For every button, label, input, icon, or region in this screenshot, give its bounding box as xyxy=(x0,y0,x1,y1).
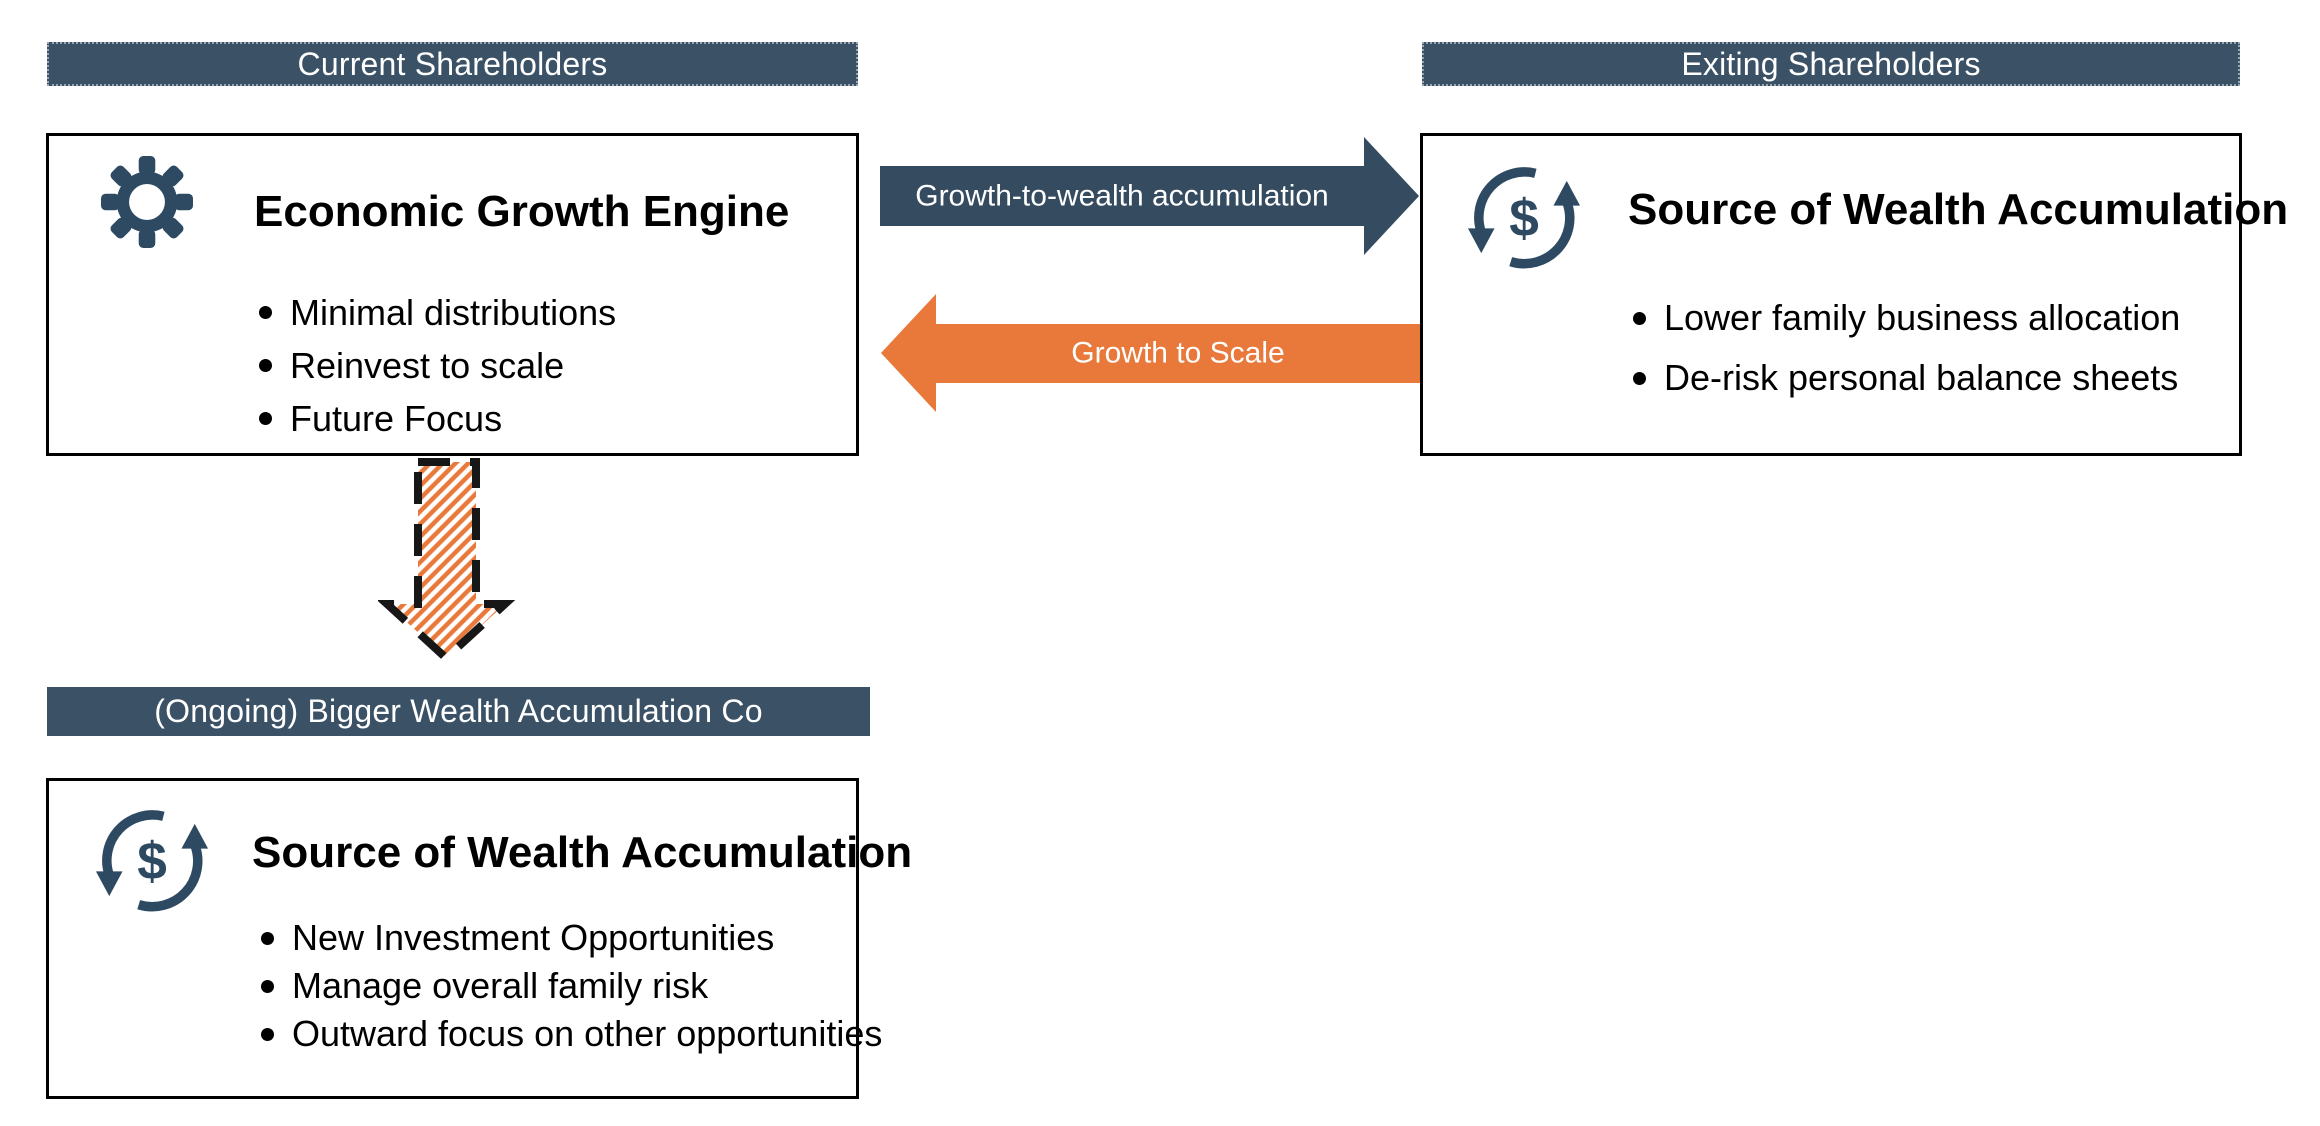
ongoing-wealth-panel: $ Source of Wealth Accumulation New Inve… xyxy=(46,778,912,1099)
ongoing-wealth-title: Source of Wealth Accumulation xyxy=(252,828,913,877)
bullet-dot xyxy=(261,931,274,945)
ongoing-wealth-co-header-bar: (Ongoing) Bigger Wealth Accumulation Co xyxy=(47,687,870,736)
list-item: Outward focus on other opportunities xyxy=(261,1010,882,1058)
bullet-text: Future Focus xyxy=(290,397,503,439)
growth-to-scale-arrow: Growth to Scale xyxy=(881,294,1420,412)
bullet-dot xyxy=(261,1027,274,1041)
bullet-dot xyxy=(259,359,272,372)
bullet-text: Outward focus on other opportunities xyxy=(292,1013,883,1054)
growth-to-wealth-arrow-label: Growth-to-wealth accumulation xyxy=(915,180,1329,213)
bullet-text: Manage overall family risk xyxy=(292,965,709,1006)
current-shareholders-header-bar: Current Shareholders xyxy=(47,42,858,86)
growth-engine-bullet-list: Minimal distributions Reinvest to scale … xyxy=(259,286,616,445)
bullet-text: Lower family business allocation xyxy=(1664,297,2181,338)
down-arrow-hatched-icon xyxy=(378,458,516,664)
dollar-glyph: $ xyxy=(137,832,167,891)
growth-engine-title: Economic Growth Engine xyxy=(254,187,790,236)
exiting-shareholders-header-label: Exiting Shareholders xyxy=(1681,45,1981,82)
economic-growth-engine-panel: Economic Growth Engine Minimal distribut… xyxy=(46,133,859,456)
bullet-text: De-risk personal balance sheets xyxy=(1664,357,2179,398)
bullet-dot xyxy=(261,979,274,993)
ongoing-wealth-bullet-list: New Investment Opportunities Manage over… xyxy=(261,914,882,1058)
list-item: Future Focus xyxy=(259,392,616,445)
dollar-glyph: $ xyxy=(1509,189,1539,248)
list-item: Lower family business allocation xyxy=(1633,288,2180,348)
current-shareholders-header-label: Current Shareholders xyxy=(297,45,608,82)
exiting-shareholders-header-bar: Exiting Shareholders xyxy=(1422,42,2240,86)
list-item: De-risk personal balance sheets xyxy=(1633,348,2180,408)
bullet-text: New Investment Opportunities xyxy=(292,917,775,958)
exiting-wealth-title: Source of Wealth Accumulation xyxy=(1628,185,2289,234)
bullet-dot xyxy=(1633,371,1646,385)
cash-cycle-icon: $ xyxy=(1467,167,1581,269)
list-item: Minimal distributions xyxy=(259,286,616,339)
gear-icon xyxy=(101,156,193,248)
cash-cycle-icon: $ xyxy=(95,810,209,912)
list-item: Reinvest to scale xyxy=(259,339,616,392)
growth-to-scale-arrow-label: Growth to Scale xyxy=(1071,337,1284,370)
exiting-wealth-bullet-list: Lower family business allocation De-risk… xyxy=(1633,288,2180,408)
bullet-text: Minimal distributions xyxy=(290,291,617,333)
bullet-dot xyxy=(259,412,272,425)
list-item: New Investment Opportunities xyxy=(261,914,882,962)
list-item: Manage overall family risk xyxy=(261,962,882,1010)
exiting-wealth-panel: $ Source of Wealth Accumulation Lower fa… xyxy=(1420,133,2288,456)
growth-to-wealth-arrow: Growth-to-wealth accumulation xyxy=(880,137,1419,255)
bullet-dot xyxy=(259,306,272,319)
bullet-dot xyxy=(1633,311,1646,325)
ongoing-wealth-co-header-label: (Ongoing) Bigger Wealth Accumulation Co xyxy=(154,693,763,729)
bullet-text: Reinvest to scale xyxy=(290,344,565,386)
